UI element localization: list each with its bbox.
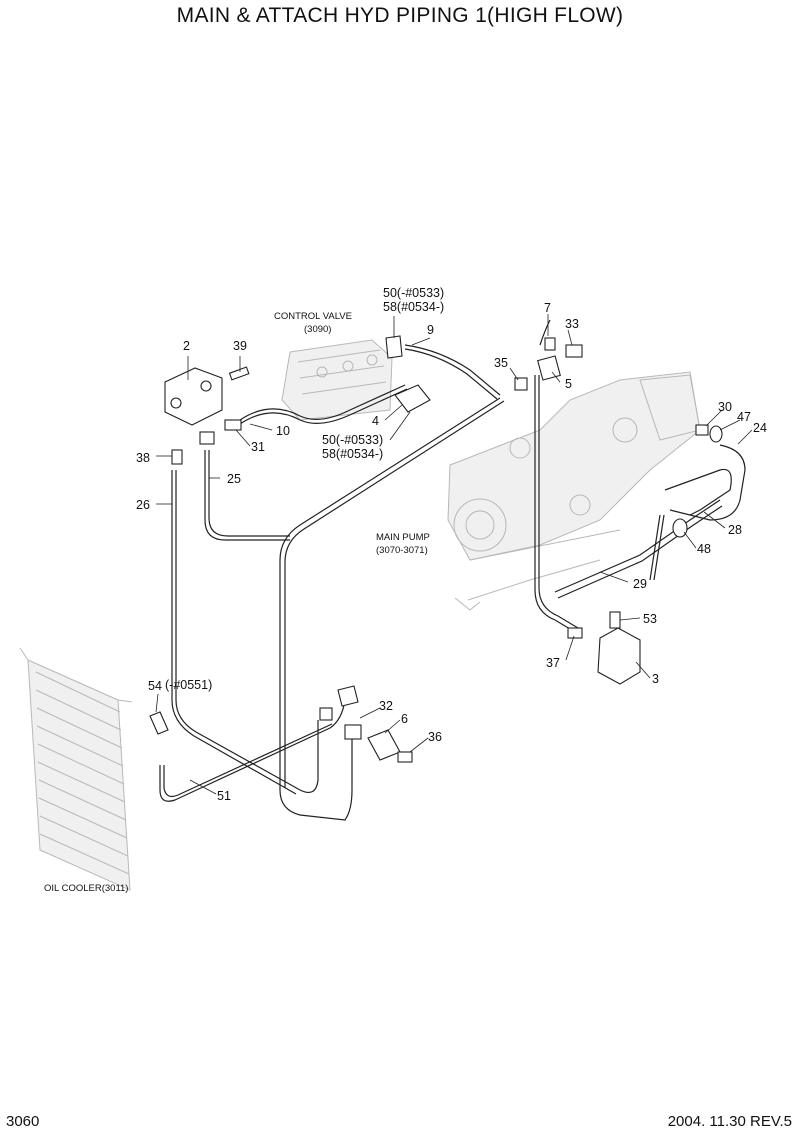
main-pump-code: (3070-3071): [376, 545, 428, 556]
callout-58-lower: 58(#0534-): [322, 447, 383, 461]
control-valve-outline: [281, 339, 393, 421]
callout-32: 32: [379, 699, 393, 713]
callout-25: 25: [227, 472, 241, 486]
callout-26: 26: [136, 498, 150, 512]
main-pump-label: MAIN PUMP: [376, 532, 430, 543]
revision-date: 2004. 11.30 REV.5: [667, 1113, 792, 1130]
page-title: MAIN & ATTACH HYD PIPING 1(HIGH FLOW): [176, 4, 624, 27]
callout-50-upper: 50(-#0533): [383, 286, 444, 300]
callout-24: 24: [753, 421, 767, 435]
callout-4: 4: [372, 414, 379, 428]
callout-58-upper: 58(#0534-): [383, 300, 444, 314]
callout-54-note: (-#0551): [165, 678, 212, 692]
callout-50-lower: 50(-#0533): [322, 433, 383, 447]
callout-7: 7: [544, 301, 551, 315]
callout-35: 35: [494, 356, 508, 370]
hose-lines: [159, 319, 746, 821]
callout-2: 2: [183, 339, 190, 353]
control-valve-code: (3090): [304, 324, 331, 335]
callout-33: 33: [565, 317, 579, 331]
leader-lines: [155, 314, 753, 795]
callout-6: 6: [401, 712, 408, 726]
control-valve-label: CONTROL VALVE: [274, 311, 352, 322]
callout-30: 30: [718, 400, 732, 414]
callout-36: 36: [428, 730, 442, 744]
callout-48: 48: [697, 542, 711, 556]
main-pump-outline: [447, 371, 701, 611]
page-number: 3060: [6, 1113, 40, 1130]
callout-29: 29: [633, 577, 647, 591]
callout-37: 37: [546, 656, 560, 670]
oil-cooler-outline: [19, 647, 133, 891]
callout-9: 9: [427, 323, 434, 337]
callout-28: 28: [728, 523, 742, 537]
callout-51: 51: [217, 789, 231, 803]
callout-3: 3: [652, 672, 659, 686]
callout-54: 54: [148, 679, 162, 693]
oil-cooler-label: OIL COOLER(3011): [44, 883, 128, 894]
callout-31: 31: [251, 440, 265, 454]
callout-10: 10: [276, 424, 290, 438]
callout-53: 53: [643, 612, 657, 626]
fittings: [149, 335, 723, 763]
callout-47: 47: [737, 410, 751, 424]
callout-5: 5: [565, 377, 572, 391]
callout-38: 38: [136, 451, 150, 465]
callout-39: 39: [233, 339, 247, 353]
